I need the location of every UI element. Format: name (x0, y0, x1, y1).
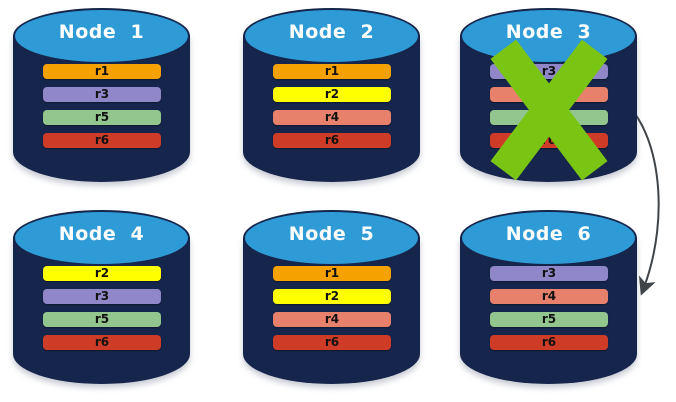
node-5[interactable]: Node 5 r1 r2 r4 r6 (243, 210, 420, 390)
node-3-records: r3 r4 r5 r6 (490, 64, 608, 156)
record-bar[interactable]: r4 (490, 289, 608, 304)
record-bar[interactable]: r3 (490, 64, 608, 79)
record-bar[interactable]: r2 (43, 266, 161, 281)
node-6-top (460, 210, 637, 266)
record-bar[interactable]: r5 (490, 312, 608, 327)
record-bar[interactable]: r4 (273, 110, 391, 125)
node-5-label: Node 5 (288, 223, 375, 245)
node-1-records: r1 r3 r5 r6 (43, 64, 161, 156)
record-bar[interactable]: r3 (490, 266, 608, 281)
record-bar[interactable]: r6 (490, 133, 608, 148)
node-4-top (13, 210, 190, 266)
node-6[interactable]: Node 6 r3 r4 r5 r6 (460, 210, 637, 390)
node-2[interactable]: Node 2 r1 r2 r4 r6 (243, 8, 420, 188)
node-3-label: Node 3 (505, 21, 592, 43)
node-3[interactable]: Node 3 r3 r4 r5 r6 (460, 8, 637, 188)
record-bar[interactable]: r6 (273, 133, 391, 148)
record-bar[interactable]: r1 (273, 266, 391, 281)
node-2-top (243, 8, 420, 64)
node-2-records: r1 r2 r4 r6 (273, 64, 391, 156)
record-bar[interactable]: r6 (43, 335, 161, 350)
record-bar[interactable]: r6 (273, 335, 391, 350)
record-bar[interactable]: r1 (273, 64, 391, 79)
node-5-top (243, 210, 420, 266)
record-bar[interactable]: r4 (490, 87, 608, 102)
record-bar[interactable]: r3 (43, 87, 161, 102)
record-bar[interactable]: r5 (43, 110, 161, 125)
node-1-top (13, 8, 190, 64)
node-1-label: Node 1 (58, 21, 145, 43)
node-4-records: r2 r3 r5 r6 (43, 266, 161, 358)
record-bar[interactable]: r1 (43, 64, 161, 79)
record-bar[interactable]: r4 (273, 312, 391, 327)
record-bar[interactable]: r2 (273, 87, 391, 102)
node-1[interactable]: Node 1 r1 r3 r5 r6 (13, 8, 190, 188)
record-bar[interactable]: r6 (490, 335, 608, 350)
node-4-label: Node 4 (58, 223, 145, 245)
node-4[interactable]: Node 4 r2 r3 r5 r6 (13, 210, 190, 390)
record-bar[interactable]: r2 (273, 289, 391, 304)
node-5-records: r1 r2 r4 r6 (273, 266, 391, 358)
record-bar[interactable]: r6 (43, 133, 161, 148)
record-bar[interactable]: r5 (43, 312, 161, 327)
record-bar[interactable]: r5 (490, 110, 608, 125)
node-2-label: Node 2 (288, 21, 375, 43)
node-6-label: Node 6 (505, 223, 592, 245)
record-bar[interactable]: r3 (43, 289, 161, 304)
node-6-records: r3 r4 r5 r6 (490, 266, 608, 358)
